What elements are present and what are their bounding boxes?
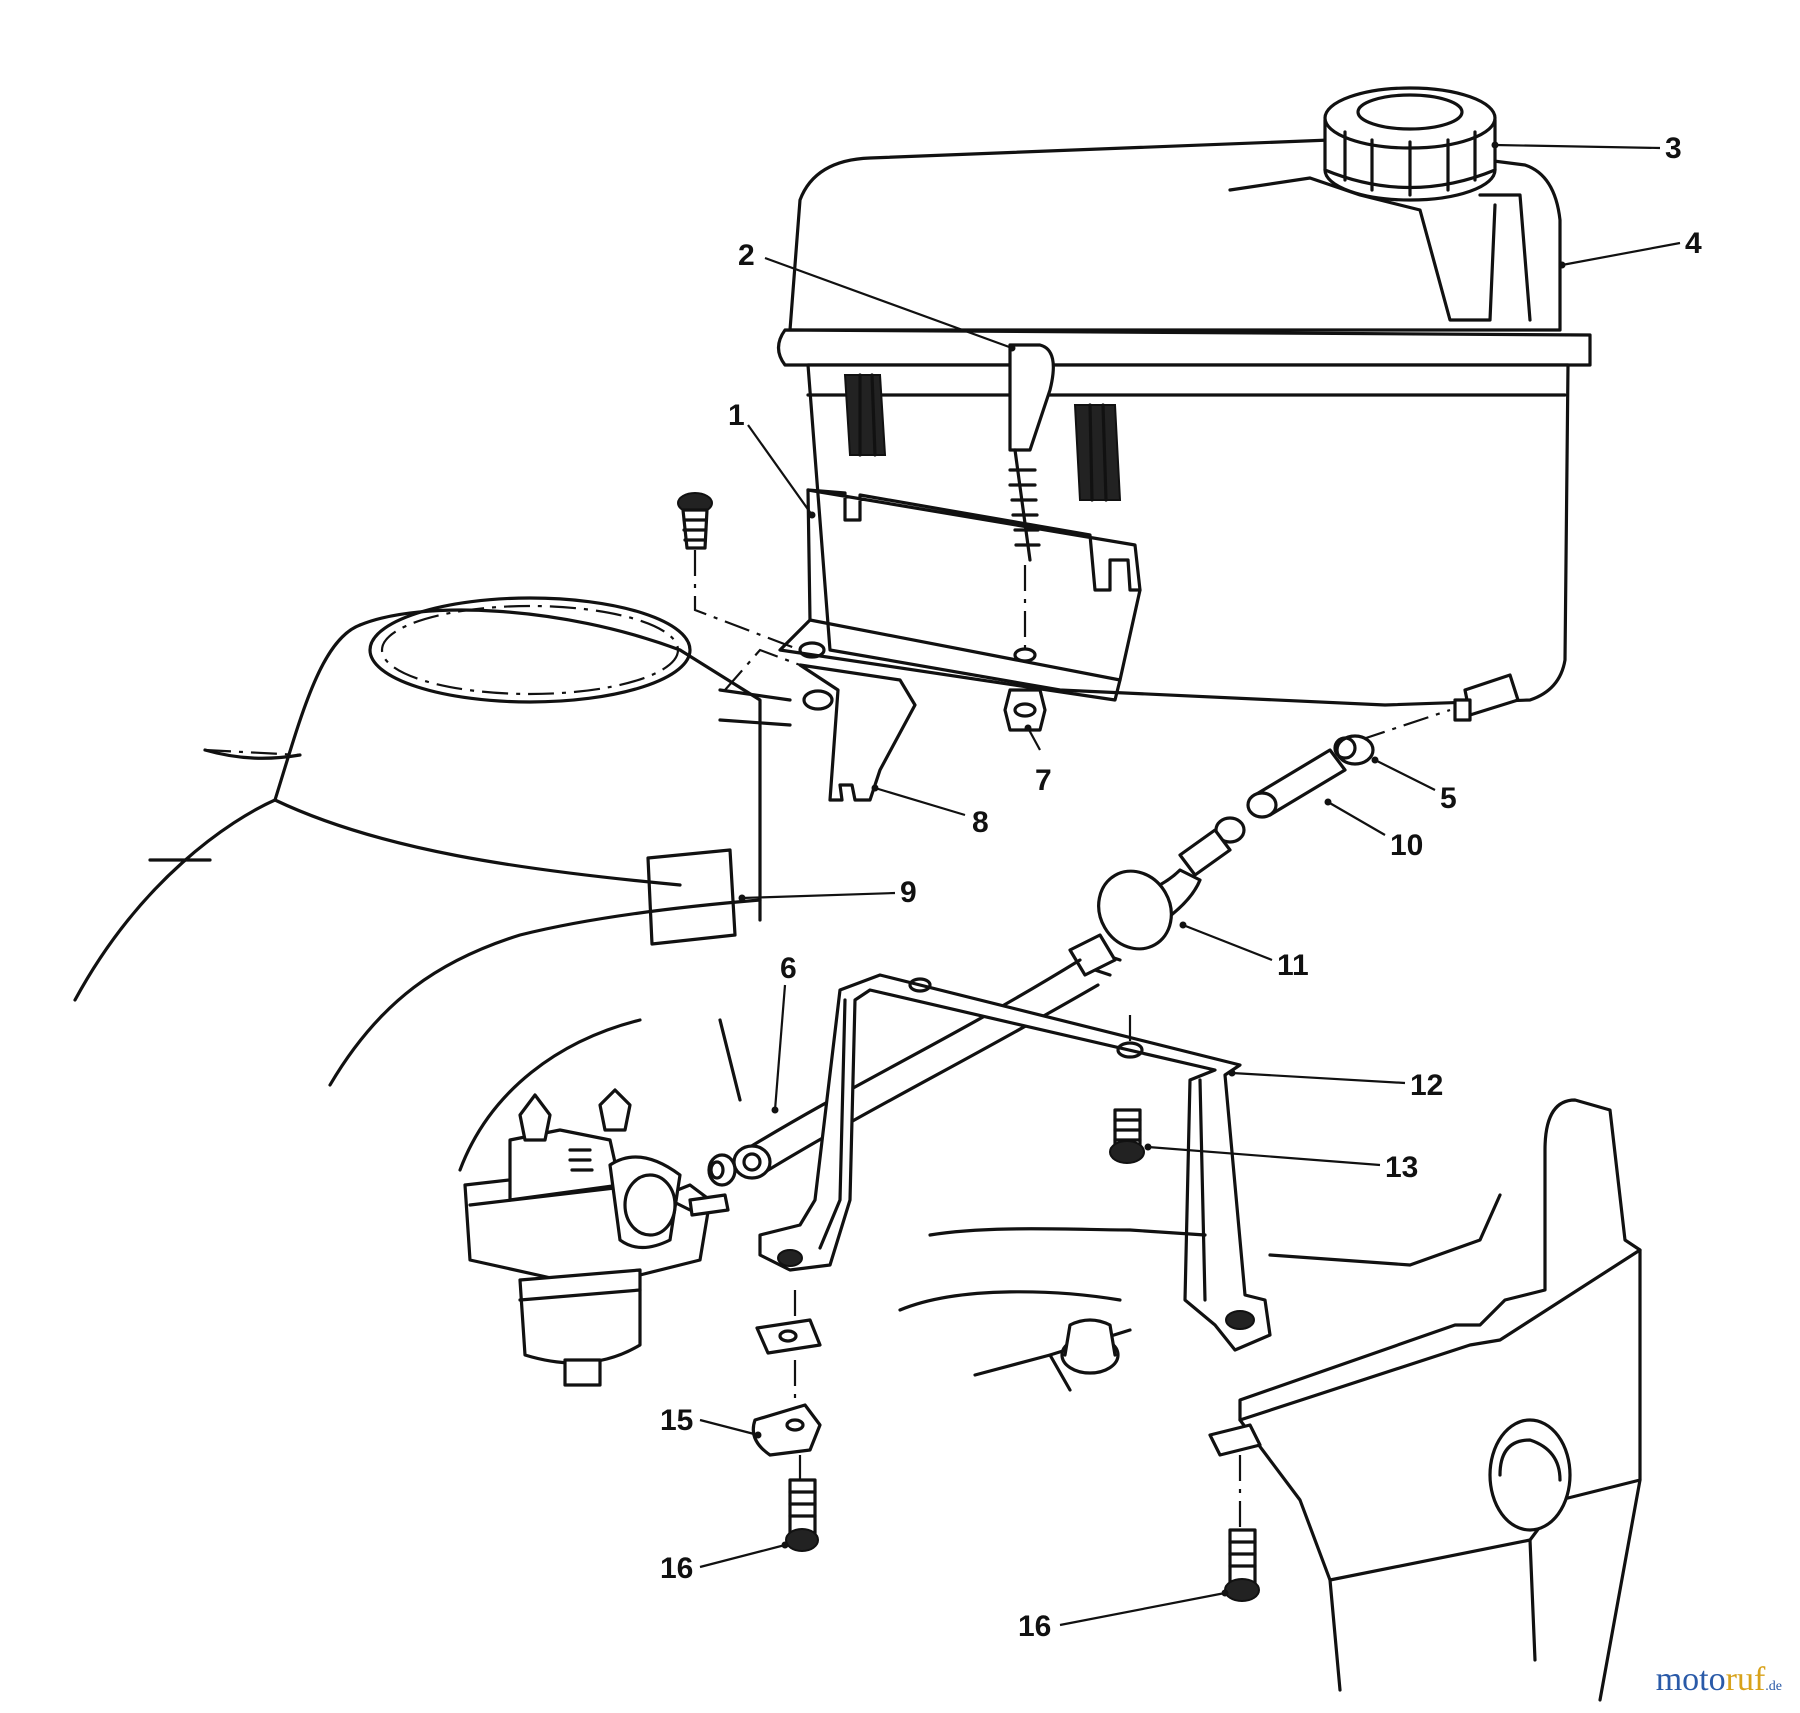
callout-2: 2 [738, 239, 755, 272]
decal-plate [646, 848, 737, 946]
clip-15 [751, 1403, 822, 1457]
engine-shroud [73, 596, 762, 1172]
bracket-bolt [677, 492, 801, 652]
tank-strap [1008, 343, 1055, 650]
callout-5: 5 [1440, 782, 1457, 815]
callout-10: 10 [1390, 829, 1423, 862]
mower-deck [898, 1098, 1642, 1702]
watermark-part2: ruf [1725, 1661, 1766, 1698]
fuel-tank [776, 138, 1592, 722]
callout-labels: 1 2 3 4 5 6 7 8 9 10 11 12 13 15 16 16 [660, 132, 1702, 1643]
watermark-part1: moto [1655, 1661, 1726, 1698]
bolt-16-left [785, 1478, 819, 1552]
callout-16-right: 16 [1018, 1610, 1051, 1643]
callout-3: 3 [1665, 132, 1682, 165]
watermark-logo: motoruf.de [1656, 1661, 1782, 1699]
bracket-screw [1109, 1108, 1145, 1164]
callout-11: 11 [1277, 949, 1309, 982]
callout-6: 6 [780, 952, 797, 985]
watermark-part3: .de [1765, 1679, 1782, 1694]
mount-bracket [718, 648, 917, 802]
fuel-line [707, 708, 1451, 1187]
fuel-cap [1323, 86, 1497, 202]
callout-9: 9 [900, 876, 917, 909]
callout-8: 8 [972, 806, 989, 839]
callout-leaders [699, 141, 1681, 1627]
callout-15: 15 [660, 1404, 693, 1437]
spacer-plate [755, 1318, 822, 1355]
fuel-filter [1068, 868, 1202, 977]
tank-support-bracket [758, 973, 1272, 1352]
callout-1: 1 [728, 399, 745, 432]
bolt-16-right [1224, 1528, 1260, 1602]
callout-7: 7 [1035, 764, 1052, 797]
callout-16-left: 16 [660, 1552, 693, 1585]
tank-bracket [778, 488, 1142, 702]
callout-13: 13 [1385, 1151, 1418, 1184]
callout-12: 12 [1410, 1069, 1443, 1102]
carburetor [463, 1088, 730, 1387]
callout-4: 4 [1685, 227, 1702, 260]
tank-nut [1003, 688, 1047, 732]
